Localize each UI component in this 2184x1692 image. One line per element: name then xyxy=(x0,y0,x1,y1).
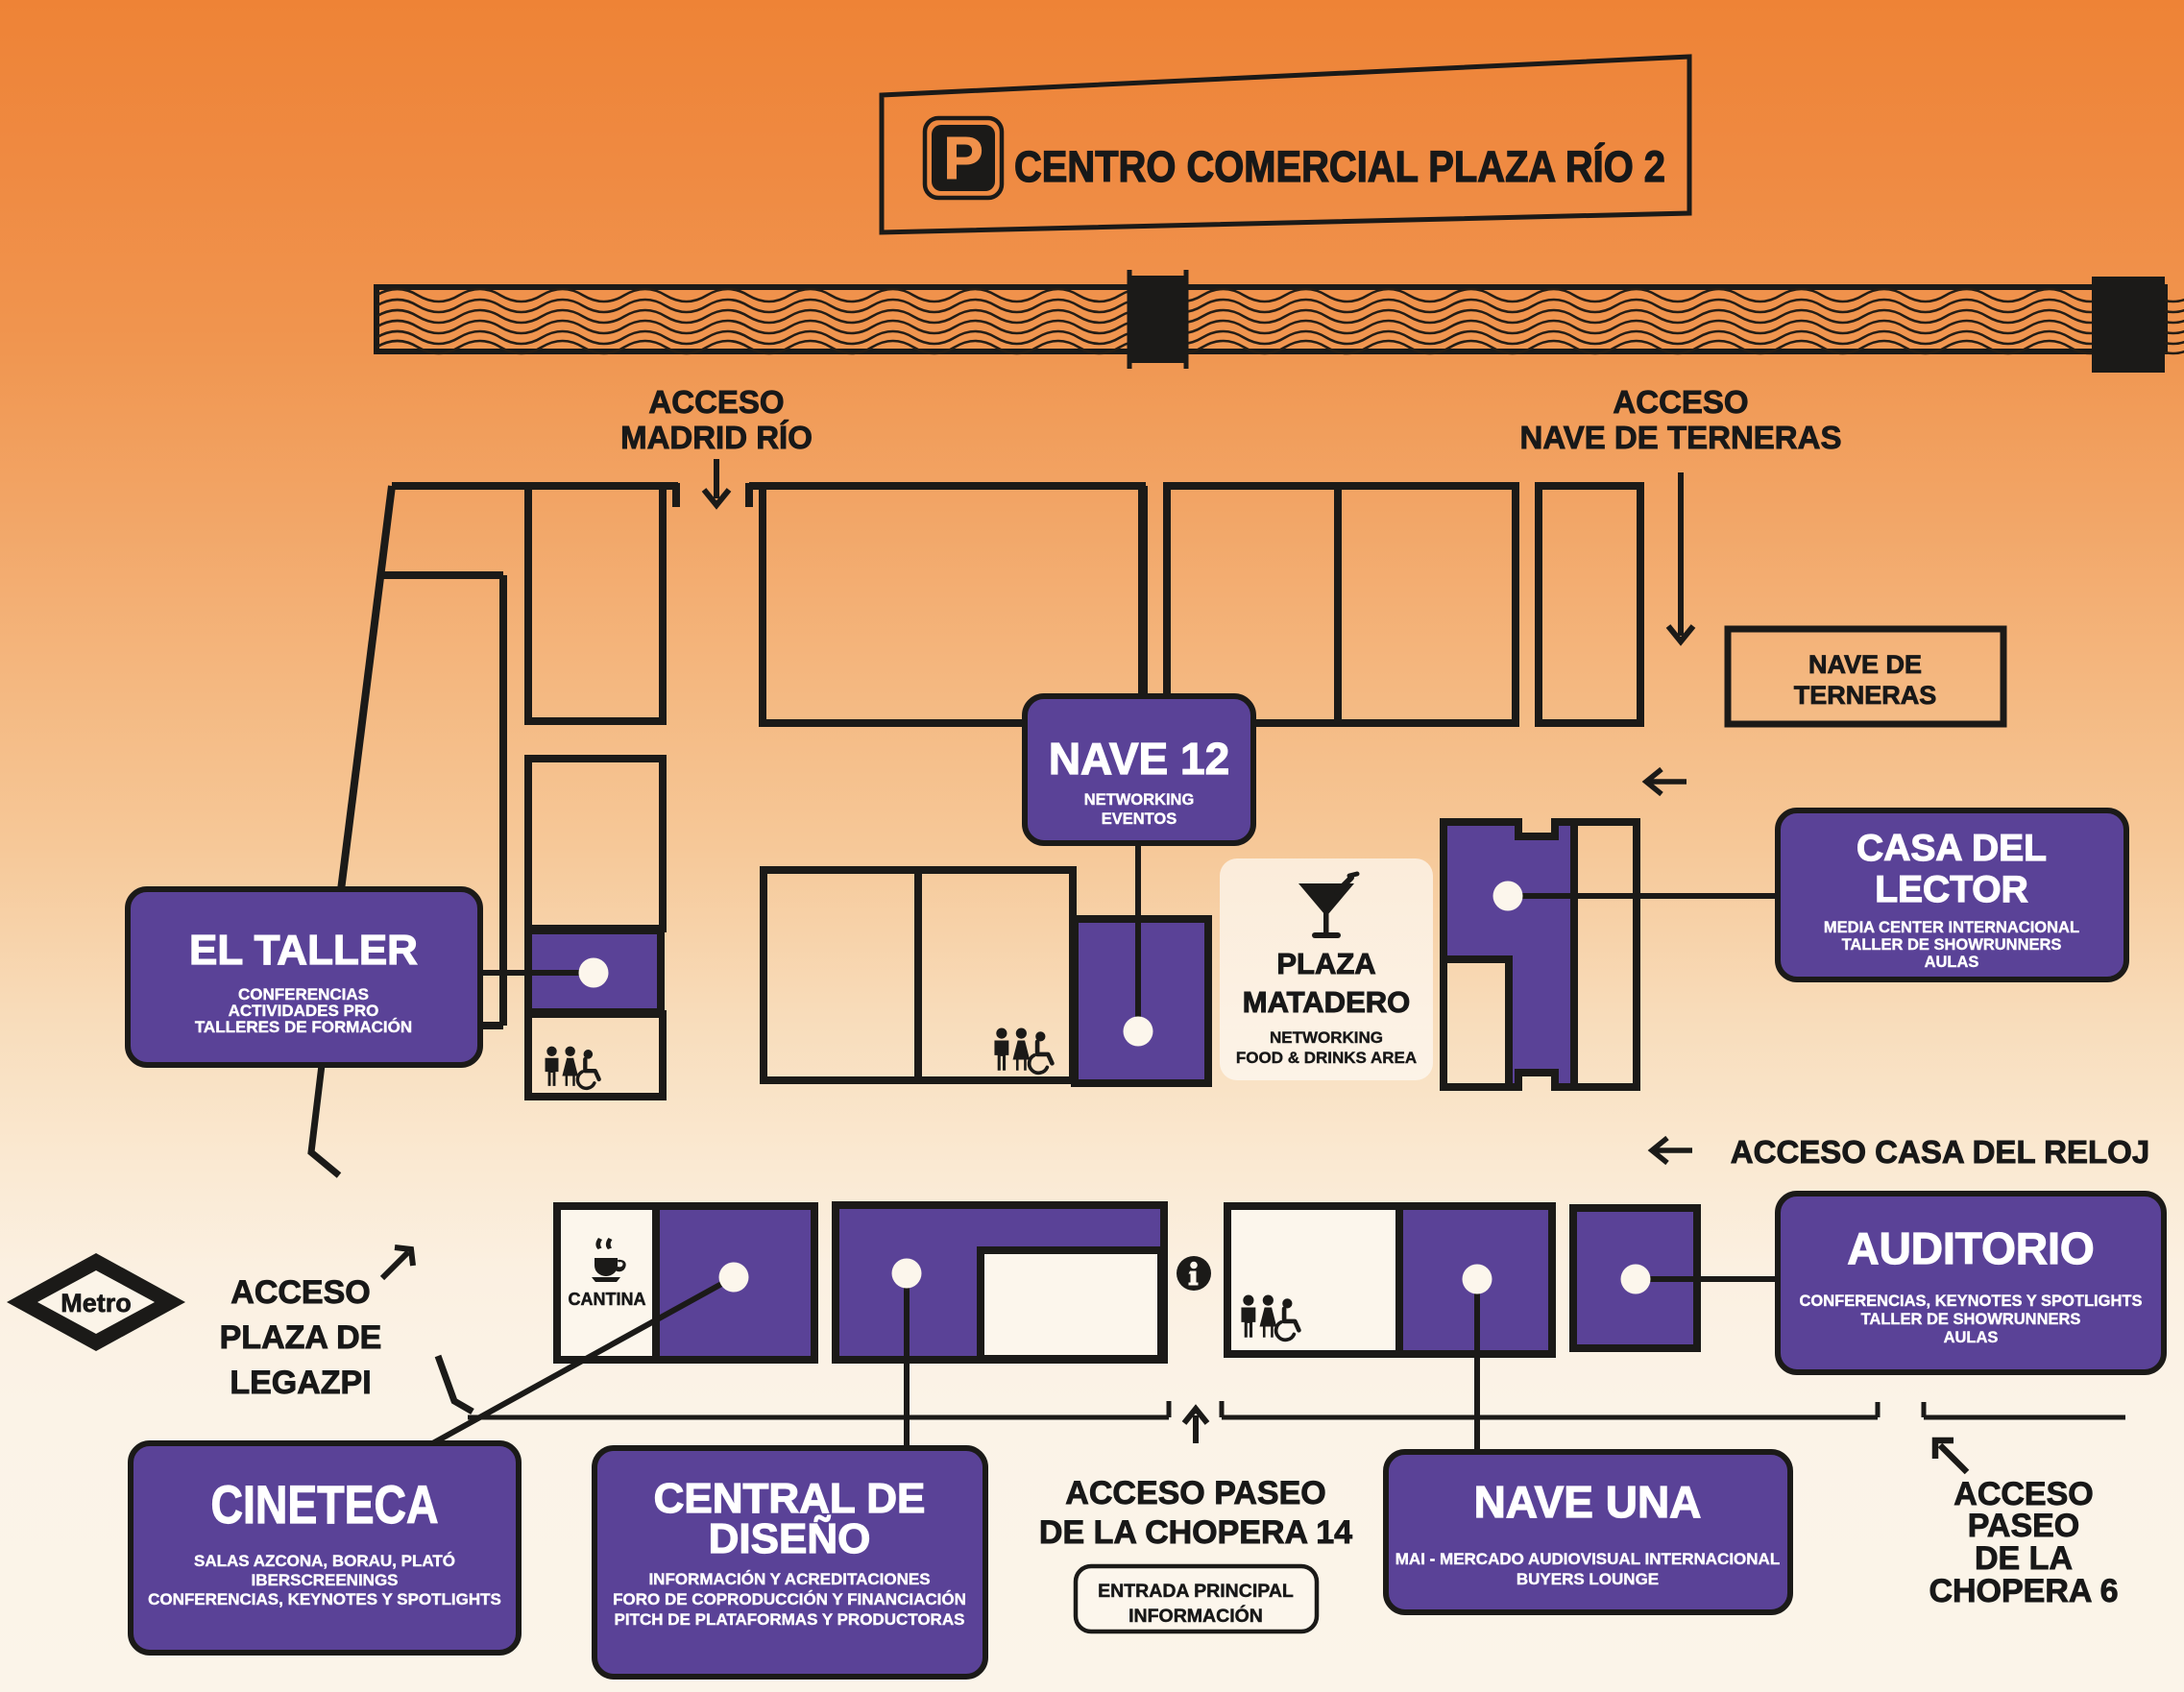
svg-text:DE LA: DE LA xyxy=(1975,1540,2073,1577)
svg-text:Metro: Metro xyxy=(61,1289,132,1317)
svg-text:ACCESO: ACCESO xyxy=(1613,384,1748,420)
svg-text:CASA DEL: CASA DEL xyxy=(1856,828,2047,869)
svg-text:CENTRAL DE: CENTRAL DE xyxy=(654,1475,926,1522)
svg-text:CINETECA: CINETECA xyxy=(211,1474,439,1535)
svg-text:MAI - MERCADO AUDIOVISUAL INTE: MAI - MERCADO AUDIOVISUAL INTERNACIONAL xyxy=(1395,1550,1780,1568)
svg-text:AULAS: AULAS xyxy=(1944,1329,1999,1346)
svg-text:INFORMACIÓN: INFORMACIÓN xyxy=(1128,1604,1263,1627)
svg-text:PITCH DE PLATAFORMAS Y PRODUCT: PITCH DE PLATAFORMAS Y PRODUCTORAS xyxy=(615,1610,965,1629)
svg-text:ACCESO: ACCESO xyxy=(648,384,784,420)
svg-text:FOOD & DRINKS AREA: FOOD & DRINKS AREA xyxy=(1236,1049,1417,1067)
svg-text:NAVE UNA: NAVE UNA xyxy=(1474,1477,1702,1527)
svg-text:ACCESO PASEO: ACCESO PASEO xyxy=(1065,1475,1325,1511)
svg-text:NETWORKING: NETWORKING xyxy=(1084,791,1195,809)
svg-text:DISEÑO: DISEÑO xyxy=(709,1514,871,1562)
svg-text:DE LA CHOPERA 14: DE LA CHOPERA 14 xyxy=(1039,1514,1352,1551)
svg-text:INFORMACIÓN Y ACREDITACIONES: INFORMACIÓN Y ACREDITACIONES xyxy=(648,1570,930,1588)
svg-text:CONFERENCIAS, KEYNOTES Y SPOTL: CONFERENCIAS, KEYNOTES Y SPOTLIGHTS xyxy=(1800,1293,2143,1310)
svg-text:P: P xyxy=(943,126,983,192)
svg-text:MATADERO: MATADERO xyxy=(1243,985,1411,1019)
svg-text:CENTRO COMERCIAL PLAZA RÍO 2: CENTRO COMERCIAL PLAZA RÍO 2 xyxy=(1014,142,1665,191)
svg-text:LEGAZPI: LEGAZPI xyxy=(230,1365,371,1401)
svg-text:PLAZA DE: PLAZA DE xyxy=(220,1319,382,1356)
svg-text:NAVE 12: NAVE 12 xyxy=(1049,734,1229,784)
svg-text:TALLER DE SHOWRUNNERS: TALLER DE SHOWRUNNERS xyxy=(1861,1311,2081,1328)
svg-text:TALLER DE SHOWRUNNERS: TALLER DE SHOWRUNNERS xyxy=(1842,936,2062,954)
svg-text:TERNERAS: TERNERAS xyxy=(1794,681,1937,710)
svg-text:MADRID RÍO: MADRID RÍO xyxy=(620,420,813,455)
svg-text:PASEO: PASEO xyxy=(1968,1508,2080,1544)
svg-text:CHOPERA 6: CHOPERA 6 xyxy=(1929,1573,2118,1609)
svg-text:TALLERES DE FORMACIÓN: TALLERES DE FORMACIÓN xyxy=(195,1018,412,1036)
svg-text:EVENTOS: EVENTOS xyxy=(1102,810,1177,828)
svg-text:ACTIVIDADES PRO: ACTIVIDADES PRO xyxy=(229,1002,379,1020)
svg-text:BUYERS LOUNGE: BUYERS LOUNGE xyxy=(1517,1570,1659,1588)
svg-text:ACCESO: ACCESO xyxy=(231,1274,370,1311)
svg-text:CONFERENCIAS, KEYNOTES Y SPOTL: CONFERENCIAS, KEYNOTES Y SPOTLIGHTS xyxy=(148,1590,501,1608)
svg-text:NAVE DE: NAVE DE xyxy=(1808,650,1922,679)
svg-text:CANTINA: CANTINA xyxy=(569,1290,646,1309)
svg-text:IBERSCREENINGS: IBERSCREENINGS xyxy=(251,1571,398,1589)
svg-text:CONFERENCIAS: CONFERENCIAS xyxy=(238,985,369,1003)
svg-text:LECTOR: LECTOR xyxy=(1875,869,2028,910)
svg-text:ACCESO CASA DEL RELOJ: ACCESO CASA DEL RELOJ xyxy=(1731,1134,2149,1170)
svg-text:ENTRADA PRINCIPAL: ENTRADA PRINCIPAL xyxy=(1098,1581,1294,1602)
svg-text:NETWORKING: NETWORKING xyxy=(1270,1028,1383,1047)
svg-text:NAVE DE TERNERAS: NAVE DE TERNERAS xyxy=(1520,420,1842,455)
svg-text:EL TALLER: EL TALLER xyxy=(189,927,418,974)
svg-text:PLAZA: PLAZA xyxy=(1276,947,1375,980)
svg-text:AUDITORIO: AUDITORIO xyxy=(1847,1223,2094,1273)
svg-text:ACCESO: ACCESO xyxy=(1953,1476,2093,1512)
svg-text:MEDIA CENTER INTERNACIONAL: MEDIA CENTER INTERNACIONAL xyxy=(1824,919,2079,936)
svg-text:AULAS: AULAS xyxy=(1925,954,1979,971)
svg-text:FORO DE COPRODUCCIÓN Y FINANCI: FORO DE COPRODUCCIÓN Y FINANCIACIÓN xyxy=(613,1590,966,1608)
svg-text:SALAS AZCONA, BORAU, PLATÓ: SALAS AZCONA, BORAU, PLATÓ xyxy=(194,1552,455,1570)
